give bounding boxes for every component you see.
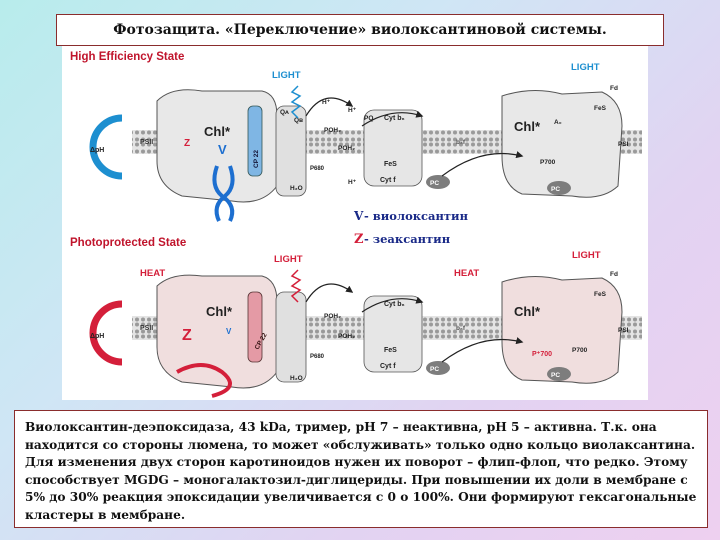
- v-label-top: V: [218, 142, 227, 157]
- legend-z-text: - зеаксантин: [364, 232, 451, 246]
- poh2-top-2: POH₂: [338, 145, 355, 152]
- h2o-label-top: H₂O: [290, 185, 303, 192]
- hplus-top-2: H⁺: [348, 107, 357, 114]
- flow-arrow-top-2: [361, 110, 424, 127]
- psii-label-top: PSII: [140, 139, 153, 146]
- high-efficiency-panel: High Efficiency State ΔpH PSII Chl* Z V …: [70, 51, 642, 222]
- psii-label-bottom: PSII: [140, 325, 153, 332]
- light-wave-top-left: [290, 85, 302, 119]
- heat-label-bottom-left: HEAT: [140, 268, 165, 279]
- light-label-top-left: LIGHT: [272, 70, 301, 81]
- psi-label-top: PSI: [618, 141, 629, 148]
- qb-label-top: Qʙ: [294, 117, 303, 124]
- description-text: Виолоксантин-деэпоксидаза, 43 kDa, триме…: [14, 410, 708, 528]
- legend-v-symbol: V: [353, 209, 364, 223]
- state-heading-bottom: Photoprotected State: [70, 237, 186, 249]
- b6f-label-bottom: b₆f: [456, 325, 466, 332]
- h2o-label-bottom: H₂O: [290, 375, 303, 382]
- zeaxanthin-shape: [176, 363, 232, 398]
- pc-label-bottom-2: PC: [551, 372, 560, 379]
- hplus-top-1: H⁺: [322, 99, 331, 106]
- dph-label-top: ΔpH: [90, 147, 104, 154]
- photoprotected-panel: Photoprotected State ΔpH HEAT PSII Chl* …: [70, 237, 642, 398]
- cp22-label-top: CP 22: [253, 150, 260, 168]
- light-label-bottom-left: LIGHT: [274, 254, 303, 265]
- light-wave-bottom-left: [290, 269, 302, 303]
- diagram-figure: High Efficiency State ΔpH PSII Chl* Z V …: [62, 46, 648, 400]
- legend-v-text: - виолоксантин: [364, 209, 469, 223]
- v-label-bottom: V: [226, 327, 232, 336]
- hplus-top-3: H⁺: [348, 179, 357, 186]
- flow-arrow-bottom-2: [361, 296, 424, 313]
- poh2-bottom-1: POH₂: [324, 313, 341, 320]
- violaxanthin-shape: [212, 165, 235, 222]
- pc-label-bottom-1: PC: [430, 366, 439, 373]
- psi-label-bottom: PSI: [618, 327, 629, 334]
- pc-bottom-2: [547, 367, 571, 381]
- cytf-label-top: Cyt f: [380, 177, 396, 184]
- a0-label-top: A₀: [554, 119, 562, 126]
- chl-psi-top: Chl*: [514, 119, 541, 134]
- pc-label-top-2: PC: [551, 186, 560, 193]
- fes-psi-label-bottom: FeS: [594, 291, 607, 298]
- chl-psi-bottom: Chl*: [514, 304, 541, 319]
- cp22-top: [247, 105, 263, 177]
- psi-complex-top: [501, 90, 623, 198]
- fes-label-top: FeS: [384, 161, 397, 168]
- p700star-label-bottom: P⁺700: [532, 351, 552, 358]
- fd-label-top: Fd: [610, 85, 618, 92]
- flow-arrow-bottom-1: [305, 283, 354, 303]
- pc-top-1: [426, 175, 450, 189]
- cytf-label-bottom: Cyt f: [380, 363, 396, 370]
- z-label-top: Z: [184, 138, 190, 149]
- fd-label-bottom: Fd: [610, 271, 618, 278]
- qa-label-top: Qᴀ: [280, 109, 289, 116]
- flow-arrow-top-3: [441, 151, 524, 177]
- heat-label-bottom-right: HEAT: [454, 268, 479, 279]
- b6f-label-top: b₆f: [456, 139, 466, 146]
- poh2-top-1: POH₂: [324, 127, 341, 134]
- p700-label-top: P700: [540, 159, 556, 166]
- light-label-bottom-right: LIGHT: [572, 250, 601, 261]
- pc-bottom-1: [426, 361, 450, 375]
- legend-z-symbol: Z: [354, 232, 364, 247]
- dph-label-bottom: ΔpH: [90, 333, 104, 340]
- dph-arc-top: [89, 114, 123, 180]
- chl-label-bottom: Chl*: [206, 304, 233, 319]
- pc-label-top-1: PC: [430, 180, 439, 187]
- z-label-bottom: Z: [182, 327, 192, 344]
- flow-arrow-top-1: [305, 97, 354, 117]
- flow-arrow-bottom-3: [441, 337, 524, 363]
- p680-label-top: P680: [310, 166, 325, 172]
- pq-label-top: PQ: [364, 115, 373, 122]
- cytb6f-bottom: [363, 295, 423, 373]
- p700-label-bottom: P700: [572, 347, 588, 354]
- reaction-centre-top: [275, 105, 307, 197]
- pc-top-2: [547, 181, 571, 195]
- poh2-bottom-2: POH₂: [338, 333, 355, 340]
- fes-label-bottom: FeS: [384, 347, 397, 354]
- cytb6f-top: [363, 109, 423, 187]
- dph-arc-bottom: [89, 300, 123, 366]
- reaction-centre-bottom: [275, 291, 307, 383]
- legend: V - виолоксантин Z - зеаксантин: [353, 209, 469, 247]
- light-label-top-right: LIGHT: [571, 62, 600, 73]
- thylakoid-diagram: High Efficiency State ΔpH PSII Chl* Z V …: [70, 51, 642, 398]
- chl-label-top: Chl*: [204, 124, 231, 139]
- slide-title: Фотозащита. «Переключение» виолоксантино…: [56, 14, 664, 46]
- p680-label-bottom: P680: [310, 354, 325, 360]
- fes-psi-label-top: FeS: [594, 105, 607, 112]
- state-heading-top: High Efficiency State: [70, 51, 184, 63]
- cytb6-label-bottom: Cyt b₆: [384, 301, 405, 308]
- cp22-bottom: [247, 291, 263, 363]
- psi-complex-bottom: [501, 276, 623, 384]
- cytb6-label-top: Cyt b₆: [384, 115, 405, 122]
